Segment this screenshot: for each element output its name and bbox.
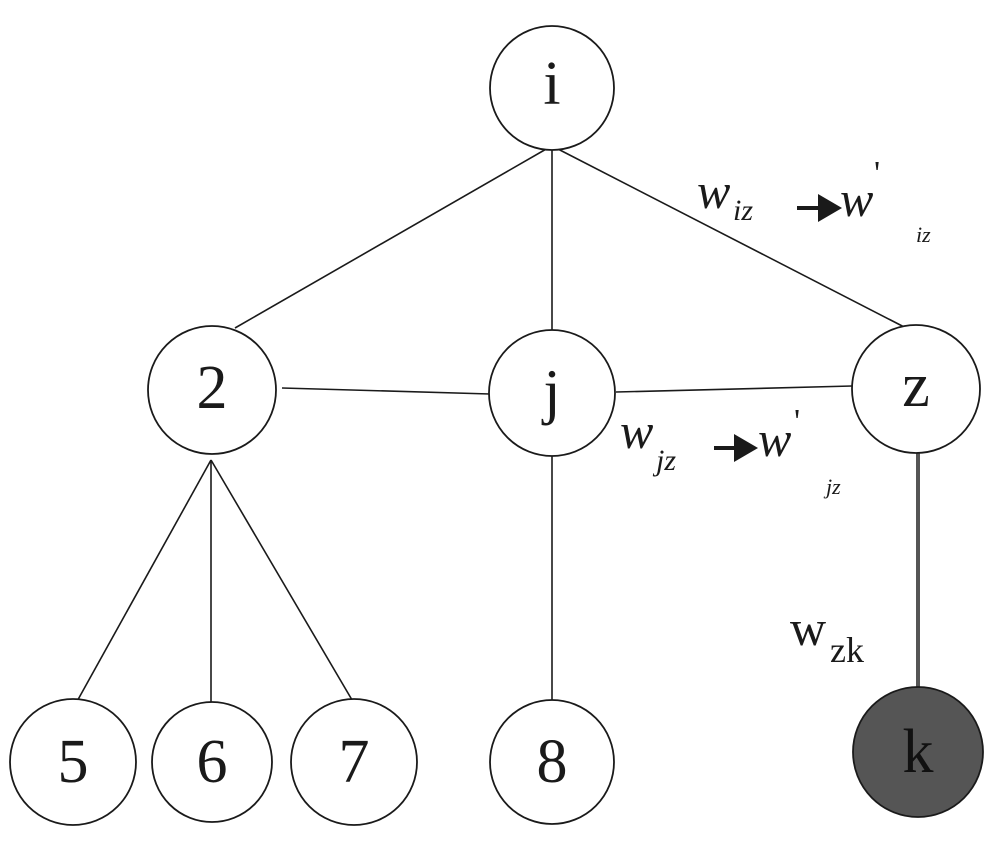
weight-jz-old: w jz: [620, 403, 676, 477]
weight-zk-subscript: zk: [830, 630, 864, 670]
weight-iz-new-subscript: iz: [916, 222, 931, 247]
weight-jz-subscript: jz: [652, 444, 676, 477]
weight-jz-symbol: w: [620, 403, 653, 459]
weight-iz-new-symbol: w: [840, 171, 873, 227]
edge-2-5: [74, 459, 212, 706]
node-z: z: [851, 324, 981, 454]
weight-jz-new-subscript: jz: [823, 474, 841, 499]
node-6: 6: [151, 701, 273, 823]
node-6-circle: [151, 701, 273, 823]
node-8-circle: [489, 699, 615, 825]
edge-2-7: [210, 459, 356, 706]
edge-2-j: [281, 387, 491, 395]
node-8-label: 8: [537, 728, 568, 796]
weight-label-zk: w zk: [790, 600, 864, 670]
node-6-label: 6: [197, 728, 228, 796]
weight-iz-symbol: w: [697, 163, 730, 219]
node-5: 5: [9, 698, 137, 826]
node-8: 8: [489, 699, 615, 825]
weight-zk: w zk: [790, 600, 864, 670]
edge-i-2: [234, 147, 549, 329]
node-5-label: 5: [58, 728, 89, 796]
node-2: 2: [147, 325, 277, 455]
node-i-circle: [489, 25, 615, 151]
node-z-label: z: [902, 352, 930, 420]
node-k-circle: [852, 686, 984, 818]
weight-iz-arrow-head: [818, 194, 842, 222]
weight-iz-subscript: iz: [733, 194, 753, 227]
weight-iz-old: w iz: [697, 163, 753, 227]
node-7: 7: [290, 698, 418, 826]
node-j-label: j: [541, 358, 560, 426]
weight-label-iz: w iz w ' iz: [697, 155, 931, 247]
node-5-circle: [9, 698, 137, 826]
node-i-label: i: [543, 50, 560, 118]
node-2-label: 2: [197, 354, 228, 422]
weight-iz-new: w ' iz: [840, 155, 931, 247]
node-2-circle: [147, 325, 277, 455]
node-i: i: [489, 25, 615, 151]
edge-j-z: [615, 385, 853, 393]
edge-i-z: [555, 147, 911, 331]
node-j-circle: [488, 329, 616, 457]
node-k: k: [852, 686, 984, 818]
weight-zk-symbol: w: [790, 600, 826, 656]
node-z-circle: [851, 324, 981, 454]
weight-jz-arrow-head: [734, 434, 758, 462]
node-k-label: k: [903, 718, 934, 786]
weight-iz-prime: ': [874, 155, 880, 192]
edges: [74, 147, 920, 706]
weight-label-jz: w jz w ' jz: [620, 403, 841, 499]
weight-jz-new: w ' jz: [758, 403, 841, 499]
weight-jz-new-symbol: w: [758, 411, 791, 467]
node-j: j: [488, 329, 616, 457]
weight-jz-prime: ': [794, 403, 800, 440]
node-7-circle: [290, 698, 418, 826]
node-7-label: 7: [339, 728, 370, 796]
